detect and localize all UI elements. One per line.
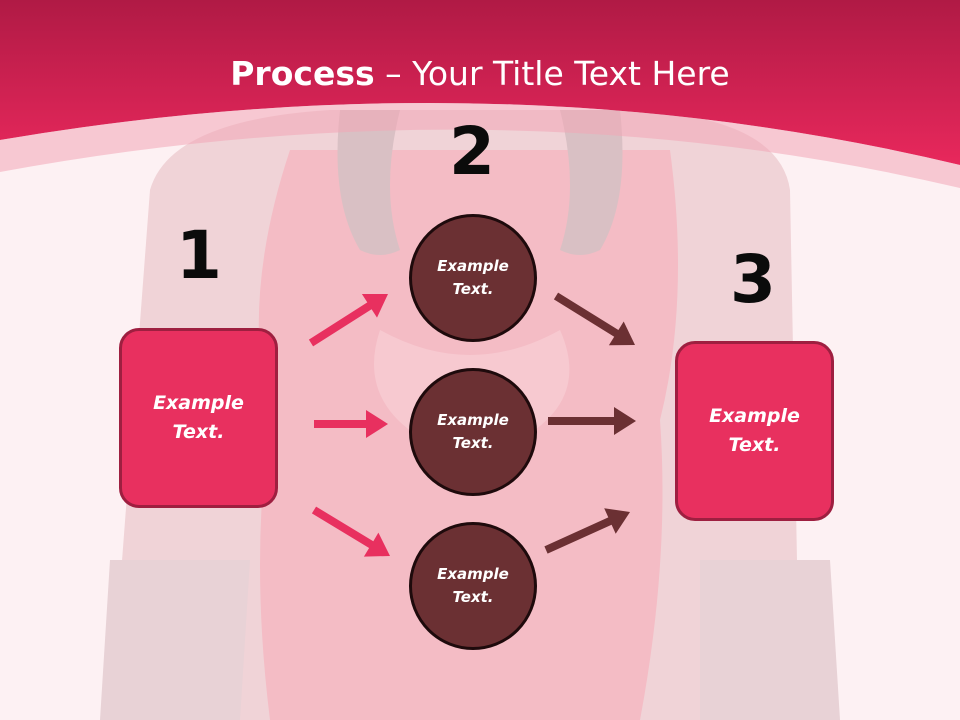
arrow-step1-to-middle: [314, 410, 388, 438]
title-rest: – Your Title Text Here: [374, 54, 730, 93]
title-bold: Process: [230, 54, 375, 93]
step-2-number: 2: [449, 113, 495, 190]
arrow-step1-to-top: [308, 294, 388, 347]
arrow-step1-to-bottom: [311, 506, 390, 557]
arrow-top-to-step3: [553, 292, 635, 346]
step-2-circle-bottom: Example Text.: [409, 522, 537, 650]
step-2-item-2-label: Example Text.: [437, 411, 509, 452]
step-2-circle-top: Example Text.: [409, 214, 537, 342]
slide-title: Process – Your Title Text Here: [0, 52, 960, 96]
step-1-box: Example Text.: [119, 328, 278, 508]
step-2-item-3-label: Example Text.: [437, 565, 509, 606]
step-3-number: 3: [730, 241, 776, 318]
step-1-number: 1: [176, 217, 222, 294]
arrow-middle-to-step3: [548, 407, 636, 435]
step-3-box: Example Text.: [675, 341, 834, 521]
arrow-bottom-to-step3: [544, 508, 630, 554]
step-3-label: Example Text.: [709, 405, 800, 456]
step-1-label: Example Text.: [153, 392, 244, 443]
step-2-item-1-label: Example Text.: [437, 257, 509, 298]
step-2-circle-middle: Example Text.: [409, 368, 537, 496]
